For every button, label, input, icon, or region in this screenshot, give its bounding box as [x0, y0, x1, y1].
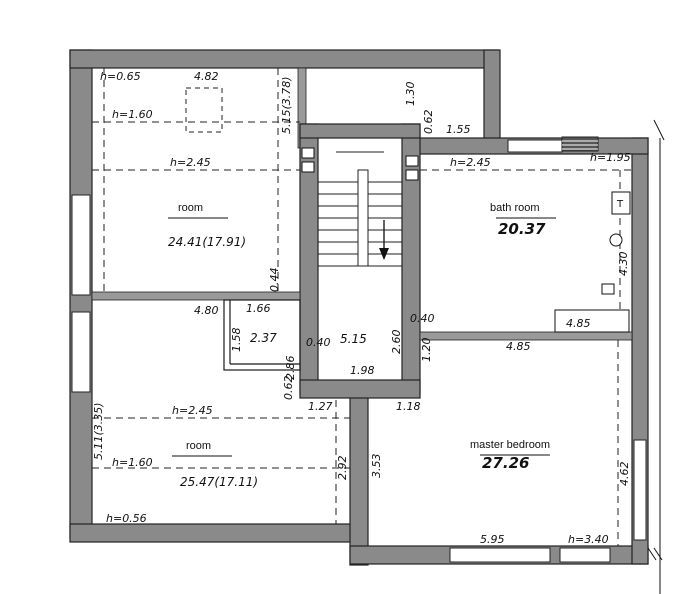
dim-485-b: 4.85 — [506, 340, 531, 353]
dim-260: 2.60 — [390, 330, 403, 355]
dim-482: 4.82 — [194, 70, 219, 83]
height-160-bottom: h=1.60 — [112, 456, 153, 469]
interior-walls — [91, 67, 633, 399]
dim-120: 1.20 — [420, 338, 433, 363]
dim-040-b: 0.40 — [410, 312, 435, 325]
dim-118: 1.18 — [396, 400, 421, 413]
closet-area: 2.37 — [250, 331, 277, 345]
dim-485-a: 4.85 — [566, 317, 591, 330]
dim-353: 3.53 — [370, 454, 383, 479]
dim-158: 1.58 — [230, 328, 243, 353]
height-160-top: h=1.60 — [112, 108, 153, 121]
dim-062-b: 0.62 — [282, 376, 295, 401]
dim-595: 5.95 — [480, 533, 505, 546]
height-195: h=1.95 — [590, 151, 631, 164]
dim-166: 1.66 — [246, 302, 271, 315]
dim-198: 1.98 — [350, 364, 375, 377]
dim-462: 4.62 — [618, 462, 631, 487]
height-markers: h=0.65 h=1.60 h=2.45 h=2.45 h=1.95 h=2.4… — [100, 70, 631, 546]
dim-292: 2.92 — [336, 456, 349, 481]
windows — [71, 136, 647, 563]
dim-430: 4.30 — [617, 252, 630, 277]
dim-044: 0.44 — [268, 268, 281, 293]
bath-label: bath room — [490, 202, 540, 214]
room-top-area: 24.41(17.91) — [168, 235, 246, 249]
height-245-bottom: h=2.45 — [172, 404, 213, 417]
dim-062-top: 0.62 — [422, 110, 435, 135]
height-340: h=3.40 — [568, 533, 609, 546]
dim-155: 1.55 — [446, 123, 471, 136]
master-area: 27.26 — [482, 454, 529, 472]
height-245-bath: h=2.45 — [450, 156, 491, 169]
dim-040-a: 0.40 — [306, 336, 331, 349]
height-056: h=0.56 — [106, 512, 147, 525]
dim-515-378: 5.15(3.78) — [280, 76, 293, 134]
svg-text:T: T — [616, 199, 624, 210]
bath-area: 20.37 — [498, 220, 546, 238]
slope-lines — [92, 68, 632, 546]
room-bottom-label: room — [186, 440, 211, 452]
height-245-top: h=2.45 — [170, 156, 211, 169]
height-065: h=0.65 — [100, 70, 141, 83]
dim-127: 1.27 — [308, 400, 333, 413]
room-bottom-area: 25.47(17.11) — [180, 475, 258, 489]
dimensions: 4.82 5.15(3.78) 1.30 0.62 1.55 4.30 0.44… — [92, 70, 631, 546]
dim-511-335: 5.11(3.35) — [92, 402, 105, 460]
dim-130: 1.30 — [404, 82, 417, 107]
edge-ticks — [647, 119, 665, 594]
dim-286: 2.86 — [284, 356, 297, 381]
stair-hall-area: 5.15 — [340, 332, 367, 346]
dim-480: 4.80 — [194, 304, 219, 317]
bath-fixtures: T — [554, 191, 631, 333]
room-labels: room 24.41(17.91) bath room 20.37 room 2… — [168, 202, 556, 489]
stairs — [301, 137, 419, 381]
master-label: master bedroom — [470, 439, 550, 451]
room-top-label: room — [178, 202, 203, 214]
